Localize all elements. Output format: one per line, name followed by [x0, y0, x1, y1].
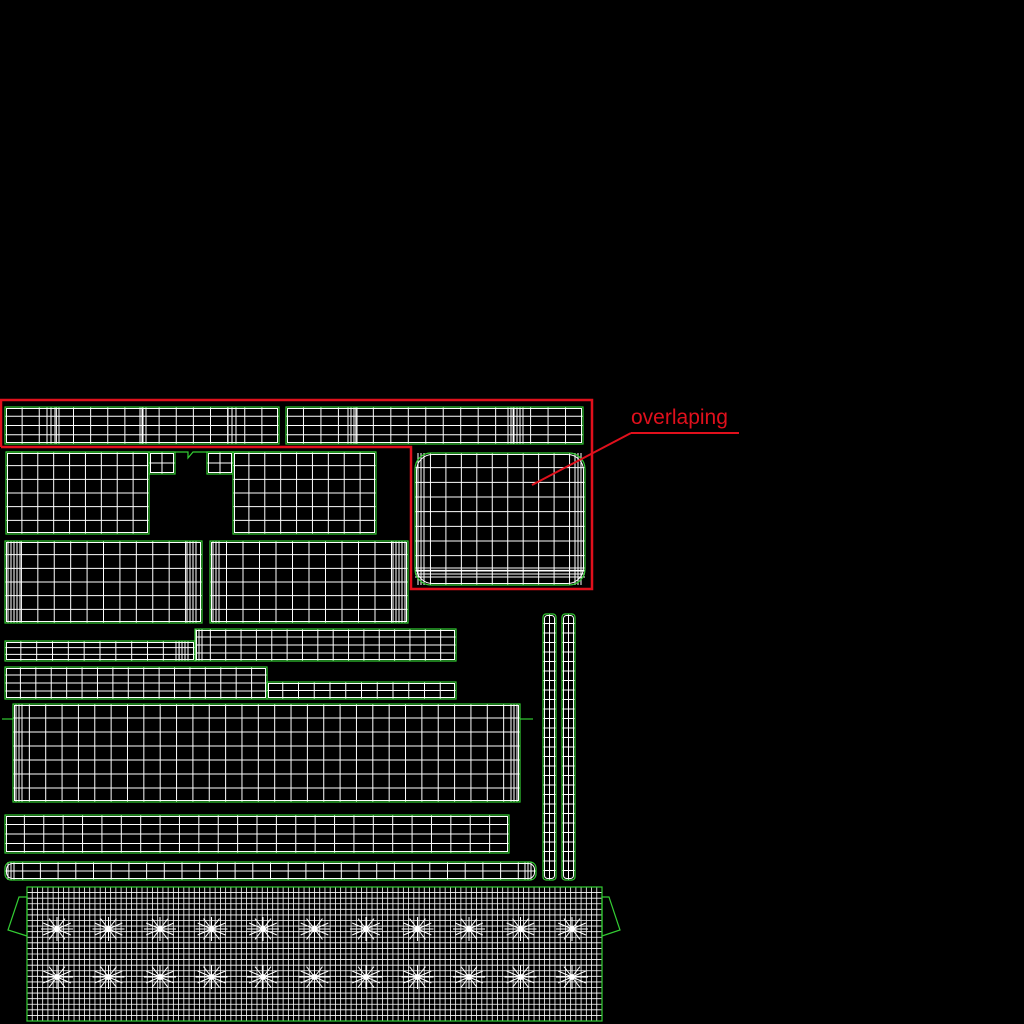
uv-seat-panel: [12, 703, 521, 803]
overlap-highlight-outline: [0, 398, 594, 591]
uv-strip-thin-c: [4, 666, 268, 700]
annotation-leader-line: [531, 432, 632, 486]
uv-strip-lower-b: [4, 861, 537, 881]
uv-panel-right: [209, 540, 409, 624]
uv-rail-vertical-right: [561, 613, 576, 881]
uv-strip-thin-a: [4, 640, 196, 662]
uv-strip-top-right: [285, 406, 584, 445]
uv-strip-lower-a: [4, 814, 510, 854]
uv-tufted-back: [7, 886, 621, 1022]
annotation-label: overlaping: [631, 406, 728, 429]
uv-panel-notch-right: [232, 451, 377, 535]
uv-rail-vertical-left: [542, 613, 557, 881]
overlap-highlight: overlaping: [0, 398, 739, 591]
uv-strip-thin-d: [266, 681, 457, 700]
uv-cushion-overlapping: [414, 452, 586, 586]
uv-panel-notch-top-edge: [6, 451, 376, 460]
uv-panel-left: [4, 540, 203, 624]
uv-strip-top-left: [4, 406, 280, 445]
uv-strip-thin-b: [194, 628, 457, 662]
uv-islands: [2, 406, 621, 1022]
